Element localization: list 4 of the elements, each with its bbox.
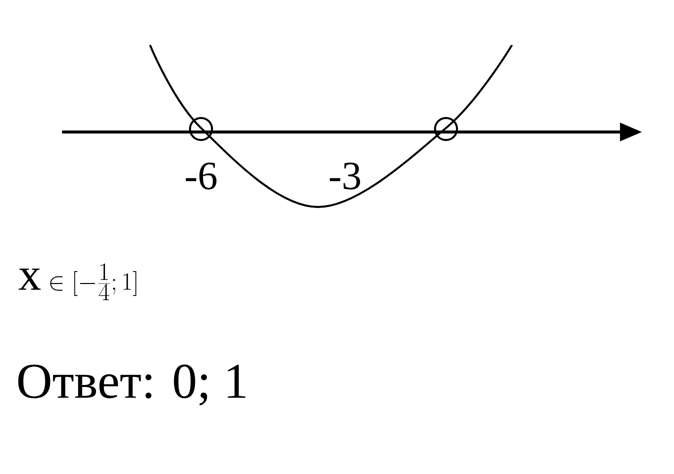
axis-label: -6	[186, 162, 216, 190]
axis-label: -3	[330, 162, 360, 190]
answer-text: Ответ: 0; 1	[18, 364, 246, 406]
formula: $\mathrm{x} \in [-\frac{1}{4}; 1]$	[18, 263, 136, 300]
